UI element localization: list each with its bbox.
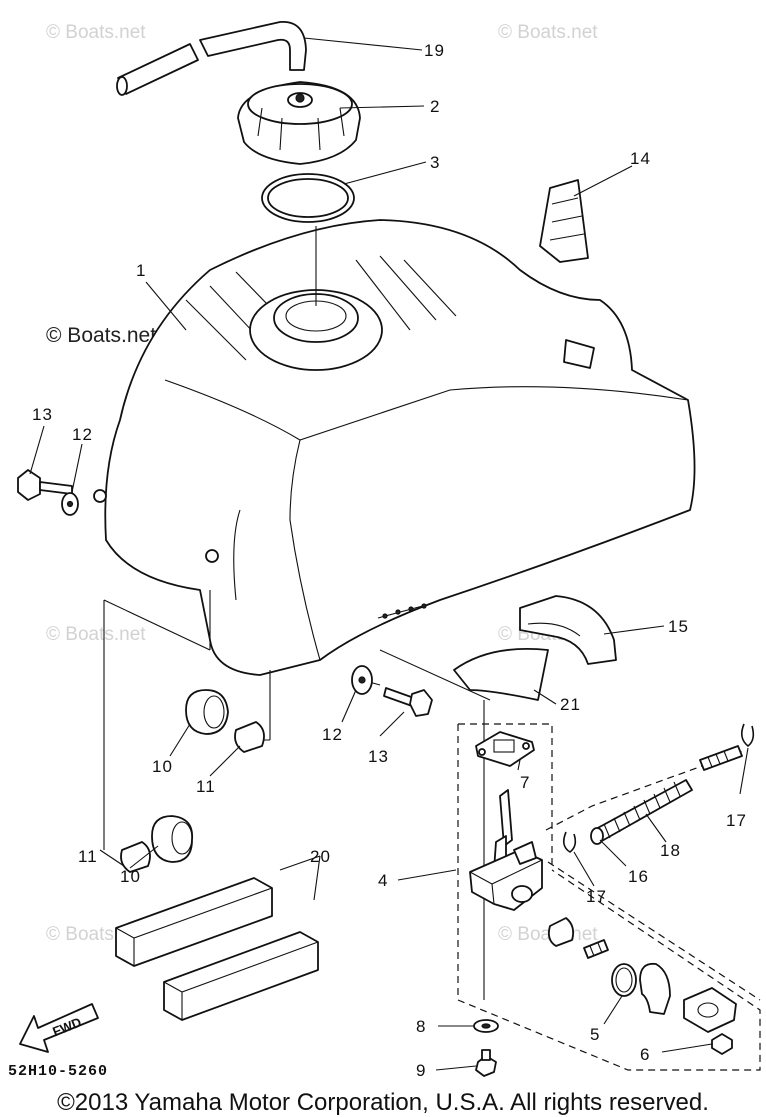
callout-11: 11 — [78, 847, 98, 866]
callout-4: 4 — [378, 871, 388, 890]
watermark-dark: © Boats.net — [46, 324, 156, 347]
callout-10: 10 — [120, 867, 141, 886]
callout-19: 19 — [424, 41, 445, 60]
vent-hose — [116, 21, 307, 96]
bolt-left — [17, 469, 79, 516]
callout-13: 13 — [368, 747, 389, 766]
watermark: © Boats.net — [46, 22, 146, 43]
tank-cover — [453, 595, 617, 701]
callout-5: 5 — [590, 1025, 600, 1044]
diagram-code: 52H10-5260 — [8, 1063, 109, 1080]
leader-lines — [29, 37, 749, 1071]
callout-1: 1 — [136, 261, 146, 280]
sponges — [115, 877, 319, 1021]
fwd-arrow: FWD — [19, 1003, 99, 1053]
fuel-cap — [237, 81, 361, 165]
callout-12: 12 — [322, 725, 343, 744]
callout-6: 6 — [640, 1045, 650, 1064]
bolt-right — [351, 665, 433, 717]
callout-9: 9 — [416, 1061, 426, 1080]
callout-3: 3 — [430, 153, 440, 172]
fwd-label: FWD — [50, 1014, 83, 1039]
callout-21: 21 — [560, 695, 581, 714]
watermark: © Boats.net — [46, 624, 146, 645]
callout-17: 17 — [586, 887, 607, 906]
cap-gasket — [261, 173, 355, 223]
callout-17: 17 — [726, 811, 747, 830]
callout-14: 14 — [630, 149, 651, 168]
assembly-guides — [103, 226, 761, 1071]
copyright-notice: ©2013 Yamaha Motor Corporation, U.S.A. A… — [57, 1089, 709, 1116]
grommets — [120, 689, 265, 873]
callout-12: 12 — [72, 425, 93, 444]
fuel-tank — [93, 219, 696, 676]
callout-8: 8 — [416, 1017, 426, 1036]
cock-gasket — [475, 731, 535, 767]
clips — [562, 723, 755, 853]
callout-16: 16 — [628, 867, 649, 886]
callout-10: 10 — [152, 757, 173, 776]
callout-15: 15 — [668, 617, 689, 636]
watermark: © Boats.net — [498, 22, 598, 43]
rubber-damper — [539, 179, 589, 263]
callout-18: 18 — [660, 841, 681, 860]
callouts: 19 2 3 14 1 13 12 15 21 12 13 7 10 11 17… — [32, 41, 747, 1080]
callout-20: 20 — [310, 847, 331, 866]
fuel-cock — [469, 789, 543, 911]
callout-11: 11 — [196, 777, 216, 796]
callout-13: 13 — [32, 405, 53, 424]
washer-and-screw — [473, 1019, 499, 1077]
lever-parts — [547, 917, 737, 1055]
spring-and-pin — [590, 745, 743, 845]
callout-7: 7 — [520, 773, 530, 792]
callout-2: 2 — [430, 97, 440, 116]
